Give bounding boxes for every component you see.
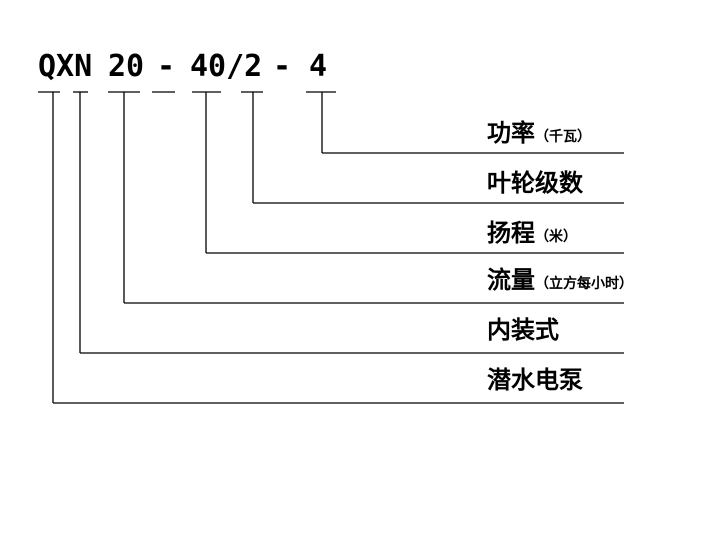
label-impeller-stages: 叶轮级数 [487,169,584,197]
model-code-dash-1: - [157,49,175,84]
model-code-head-stages: 40/2 [190,49,262,84]
label-power: 功率（千瓦） [487,119,591,147]
model-code-flow: 20 [108,49,144,84]
model-code-power: 4 [309,49,327,84]
model-code: QXN 20 - 40/2 - 4 [38,49,327,84]
label-flow: 流量（立方每小时） [487,266,633,294]
label-submersible-pump: 潜水电泵 [487,366,583,394]
model-code-dash-2: - [273,49,291,84]
leader-lines [52,92,624,404]
label-internal-type: 内装式 [487,316,559,344]
label-head: 扬程（米） [487,219,577,247]
legend-labels: 功率（千瓦） 叶轮级数 扬程（米） 流量（立方每小时） 内装式 潜水电泵 [487,119,633,394]
model-code-series: QXN [38,49,92,84]
